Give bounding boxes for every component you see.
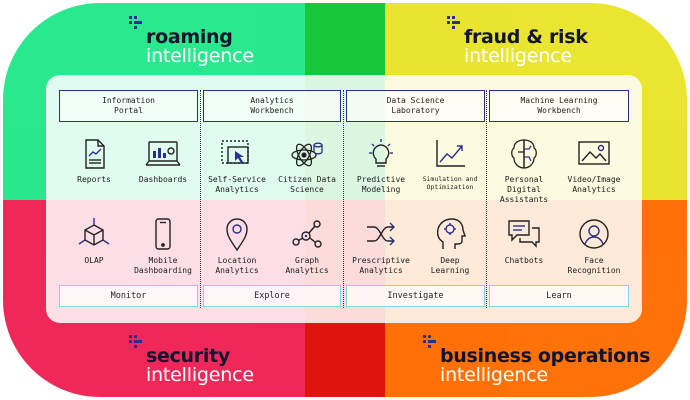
- roaming-title-bold: roaming: [146, 26, 233, 48]
- roaming-title-light: intelligence: [146, 45, 254, 67]
- tile-deep-learning: Deep Learning: [414, 216, 486, 276]
- network-graph-icon: [292, 220, 322, 248]
- fraud-logo-icon: [447, 16, 460, 29]
- brain-circuit-icon: [511, 139, 537, 169]
- smartphone-icon: [155, 218, 171, 250]
- tile-face-recognition: Face Recognition: [558, 216, 630, 276]
- tile-label: Location Analytics: [215, 256, 259, 275]
- cube-icon: [78, 218, 110, 246]
- tile-label: Simulation and Optimization: [422, 175, 478, 192]
- business-logo-icon: [423, 335, 436, 348]
- security-title-bold: security: [146, 345, 230, 367]
- column-footer-monitor: Monitor: [59, 285, 198, 307]
- tile-label: Graph Analytics: [285, 256, 329, 275]
- tile-reports: Reports: [58, 137, 130, 185]
- business-title-light: intelligence: [440, 364, 548, 386]
- tile-citizen-data-science: Citizen Data Science: [271, 137, 343, 195]
- roaming-logo-icon: [129, 16, 142, 29]
- column-divider: [343, 90, 344, 308]
- chat-bubbles-icon: [508, 220, 540, 248]
- tile-olap: OLAP: [58, 216, 130, 266]
- tile-label: Mobile Dashboarding: [134, 256, 192, 275]
- tile-label: Self-Service Analytics: [208, 175, 266, 194]
- tile-mobile-dashboarding: Mobile Dashboarding: [127, 216, 199, 276]
- lightbulb-icon: [369, 139, 393, 167]
- tile-graph-analytics: Graph Analytics: [271, 216, 343, 276]
- tile-video-image-analytics: Video/Image Analytics: [558, 137, 630, 195]
- tile-personal-digital-assistants: Personal Digital Assistants: [488, 137, 560, 205]
- tile-chatbots: Chatbots: [488, 216, 560, 266]
- map-pin-icon: [226, 218, 248, 252]
- tile-label: OLAP: [84, 256, 104, 265]
- column-header-data-science-laboratory: Data Science Laboratory: [346, 90, 485, 122]
- report-document-icon: [85, 139, 105, 169]
- column-header-information-portal: Information Portal: [59, 90, 198, 122]
- tile-label: Predictive Modeling: [356, 175, 406, 194]
- tile-label: Personal Digital Assistants: [499, 175, 549, 204]
- column-divider: [486, 90, 487, 308]
- column-footer-explore: Explore: [203, 285, 341, 307]
- roaming-title: roaming intelligence: [146, 28, 254, 66]
- fraud-title-light: intelligence: [464, 45, 572, 67]
- security-title: security intelligence: [146, 347, 254, 385]
- column-footer-learn: Learn: [489, 285, 629, 307]
- trend-chart-icon: [436, 140, 465, 167]
- tile-self-service-analytics: Self-Service Analytics: [201, 137, 273, 195]
- column-divider: [200, 90, 201, 308]
- tile-location-analytics: Location Analytics: [201, 216, 273, 276]
- image-icon: [578, 141, 610, 165]
- face-profile-icon: [579, 219, 609, 249]
- fraud-title: fraud & risk intelligence: [464, 28, 588, 66]
- atom-database-icon: [291, 142, 323, 167]
- column-footer-investigate: Investigate: [346, 285, 485, 307]
- tile-label: Dashboards: [138, 175, 188, 184]
- business-title-bold: business operations: [440, 345, 651, 367]
- head-brain-icon: [436, 218, 466, 249]
- cursor-click-icon: [221, 140, 249, 164]
- fraud-title-bold: fraud & risk: [464, 26, 588, 48]
- tile-label: Chatbots: [504, 256, 544, 265]
- shuffle-arrows-icon: [367, 222, 395, 246]
- tile-label: Deep Learning: [430, 256, 470, 275]
- tile-predictive-modeling: Predictive Modeling: [345, 137, 417, 195]
- tile-label: Reports: [77, 175, 111, 184]
- tile-label: Face Recognition: [567, 256, 621, 275]
- tile-label: Prescriptive Analytics: [352, 256, 410, 275]
- dashboard-monitor-icon: [145, 141, 181, 166]
- column-header-analytics-workbench: Analytics Workbench: [203, 90, 341, 122]
- tile-simulation-optimization: Simulation and Optimization: [414, 137, 486, 191]
- security-logo-icon: [129, 335, 142, 348]
- tile-dashboards: Dashboards: [127, 137, 199, 185]
- column-header-machine-learning-workbench: Machine Learning Workbench: [489, 90, 629, 122]
- tile-label: Citizen Data Science: [278, 175, 336, 194]
- tile-prescriptive-analytics: Prescriptive Analytics: [345, 216, 417, 276]
- security-title-light: intelligence: [146, 364, 254, 386]
- business-title: business operations intelligence: [440, 347, 650, 385]
- tile-label: Video/Image Analytics: [567, 175, 621, 194]
